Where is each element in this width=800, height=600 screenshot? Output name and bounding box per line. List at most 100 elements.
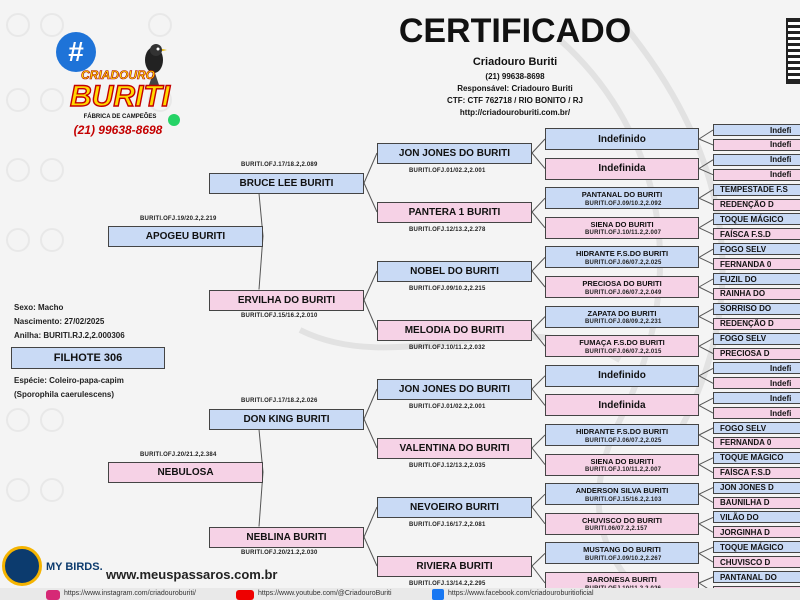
gen4-ancestor-4-registration: BURITI.OFJ.10/11.2,2.007 — [585, 230, 662, 237]
gen4-ancestor-4: SIENA DO BURITI — [545, 216, 699, 239]
connector-line — [363, 299, 378, 331]
great-grandparent-7-registration: BURITI.OFJ.16/17.2,2.081 — [409, 522, 486, 528]
grandparent-4: NEBLINA BURITI — [209, 526, 364, 548]
connector-line — [698, 286, 714, 295]
bird-icon — [140, 40, 170, 88]
gen5-ancestor-10: FERNANDA 0 — [713, 258, 800, 271]
gen5-ancestor-11: FUZIL DO — [713, 273, 800, 285]
gen4-ancestor-5-registration: BURITI.OFJ.06/07.2,2.025 — [585, 259, 662, 266]
connector-line — [698, 404, 714, 414]
connector-line — [698, 375, 714, 384]
connector-line — [698, 138, 714, 146]
connector-line — [531, 211, 546, 229]
great-grandparent-2-registration: BURITI.OFJ.12/13.2,2.278 — [409, 227, 486, 233]
connector-line — [531, 197, 546, 213]
gen4-ancestor-1: Indefinido — [545, 128, 699, 150]
connector-line — [698, 367, 714, 377]
connector-line — [698, 248, 714, 258]
watermark-circles — [6, 13, 172, 502]
gen5-ancestor-3: Indefi — [713, 153, 800, 166]
facebook-icon — [432, 589, 444, 600]
youtube-link[interactable]: https://www.youtube.com/@CriadouroBuriti — [258, 590, 392, 597]
footer-website[interactable]: www.meuspassaros.com.br — [106, 567, 278, 582]
breeder-responsavel: Responsável: Criadouro Buriti — [457, 84, 573, 93]
gen5-ancestor-14: REDENÇÃO D — [713, 317, 800, 330]
connector-line — [531, 565, 546, 584]
connector-line — [698, 308, 714, 318]
youtube-icon — [236, 590, 254, 600]
connector-line — [698, 457, 714, 466]
subject-bird-name: FILHOTE 306 — [11, 347, 165, 369]
gen5-ancestor-21: FOGO SELV — [713, 422, 800, 434]
gen4-ancestor-2: Indefinida — [545, 157, 699, 180]
great-grandparent-6-registration: BURITI.OFJ.12/13.2,2.035 — [409, 463, 486, 469]
gen4-ancestor-12: SIENA DO BURITI — [545, 453, 699, 476]
gen5-ancestor-26: BAUNILHA D — [713, 496, 800, 509]
connector-line — [698, 278, 714, 288]
qr-code — [786, 18, 800, 84]
whatsapp-icon — [168, 114, 180, 126]
connector-line — [698, 397, 714, 406]
gen5-ancestor-16: PRECIOSA D — [713, 347, 800, 360]
gen4-ancestor-3-registration: BURITI.OFJ.09/10.2,2.092 — [585, 200, 662, 207]
connector-line — [698, 189, 714, 199]
gen4-ancestor-7: ZAPATA DO BURITI — [545, 305, 699, 328]
hashtag-badge: # — [56, 32, 96, 72]
great-grandparent-8-registration: BURITI.OFJ.13/14.2,2.295 — [409, 581, 486, 587]
connector-line — [363, 536, 378, 567]
gen4-ancestor-6: PRECIOSA DO BURITI — [545, 276, 699, 298]
instagram-link[interactable]: https://www.instagram.com/criadouroburit… — [64, 590, 196, 597]
gen5-ancestor-15: FOGO SELV — [713, 332, 800, 345]
connector-line — [698, 464, 714, 474]
gen5-ancestor-22: FERNANDA 0 — [713, 436, 800, 449]
connector-line — [698, 227, 714, 235]
gen5-ancestor-18: Indefi — [713, 377, 800, 390]
gen5-ancestor-6: REDENÇÃO D — [713, 198, 800, 211]
great-grandparent-2: PANTERA 1 BURITI — [377, 201, 532, 223]
bird-sex: Sexo: Macho — [14, 303, 64, 312]
facebook-link[interactable]: https://www.facebook.com/criadouroburiti… — [448, 590, 594, 597]
gen5-ancestor-9: FOGO SELV — [713, 243, 800, 256]
gen4-ancestor-3: PANTANAL DO BURITI — [545, 187, 699, 210]
grandparent-3-registration: BURITI.OFJ.17/18.2,2.026 — [241, 398, 318, 404]
connector-line — [531, 447, 546, 465]
gen5-ancestor-13: SORRISO DO — [713, 302, 800, 315]
connector-line — [698, 493, 714, 503]
connector-line — [531, 375, 546, 390]
gen5-ancestor-2: Indefi — [713, 138, 800, 151]
great-grandparent-4: MELODIA DO BURITI — [377, 319, 532, 341]
connector-line — [698, 345, 714, 354]
connector-line — [698, 197, 714, 205]
gen4-ancestor-15-registration: BURITI.OFJ.09/10.2,2.267 — [585, 555, 662, 562]
connector-line — [531, 138, 546, 154]
gen4-ancestor-10: Indefinida — [545, 394, 699, 417]
connector-line — [531, 257, 546, 272]
connector-line — [531, 316, 546, 331]
grandparent-1: BRUCE LEE BURITI — [209, 172, 364, 194]
gen5-ancestor-12: RAINHA DO — [713, 287, 800, 300]
grandparent-1-registration: BURITI.OFJ.17/18.2,2.089 — [241, 162, 318, 168]
connector-line — [363, 152, 378, 184]
gen4-ancestor-12-registration: BURITI.OFJ.10/11.2,2.007 — [585, 467, 662, 474]
connector-line — [698, 129, 714, 140]
connector-line — [531, 329, 546, 347]
connector-line — [363, 270, 378, 301]
grandparent-4-registration: BURITI.OFJ.20/21.2,2.030 — [241, 550, 318, 556]
great-grandparent-7: NEVOEIRO BURITI — [377, 496, 532, 518]
gen4-ancestor-6-registration: BURITI.OFJ.06/07.2,2.049 — [585, 289, 662, 296]
parent-mother: NEBULOSA — [108, 461, 263, 483]
connector-line — [698, 218, 714, 229]
gen4-ancestor-13-registration: BURITI.OFJ.15/16.2,2.103 — [585, 496, 662, 503]
connector-line — [531, 553, 546, 567]
mybirds-logo-icon — [2, 546, 42, 586]
gen5-ancestor-25: JON JONES D — [713, 481, 800, 494]
gen5-ancestor-7: TOQUE MÁGICO — [713, 213, 800, 226]
breeder-website[interactable]: http://criadouroburiti.com.br/ — [459, 108, 571, 117]
parent-father: APOGEU BURITI — [108, 225, 263, 247]
connector-line — [698, 523, 714, 533]
connector-line — [698, 168, 714, 176]
gen5-ancestor-24: FAÍSCA F.S.D — [713, 466, 800, 479]
great-grandparent-8: RIVIERA BURITI — [377, 555, 532, 577]
connector-line — [531, 434, 546, 449]
connector-line — [531, 388, 546, 406]
